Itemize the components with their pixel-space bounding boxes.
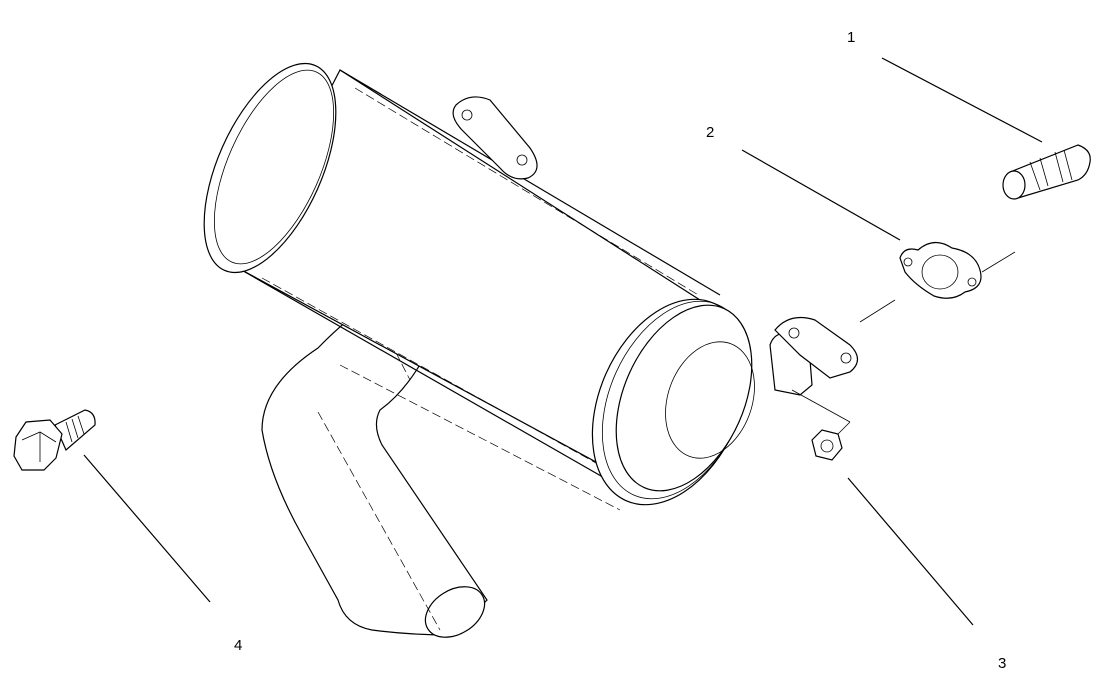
callout-1: 1 — [847, 29, 856, 46]
leader-1 — [881, 57, 1043, 143]
muffler-body — [203, 62, 755, 511]
callout-3: 3 — [998, 655, 1007, 672]
callout-2: 2 — [706, 124, 715, 141]
leader-2 — [741, 149, 901, 241]
part-4-bolt — [13, 409, 96, 471]
part-3-nut — [811, 429, 843, 461]
mounting-flange — [452, 96, 538, 180]
leader-lines — [83, 57, 1043, 626]
part-2-gasket — [859, 241, 1016, 323]
tail-pipe — [261, 299, 488, 638]
callout-4: 4 — [234, 637, 243, 654]
outlet-flange — [769, 317, 859, 439]
part-1-pin — [1002, 144, 1091, 200]
leader-3 — [847, 477, 974, 626]
leader-4 — [83, 454, 211, 603]
